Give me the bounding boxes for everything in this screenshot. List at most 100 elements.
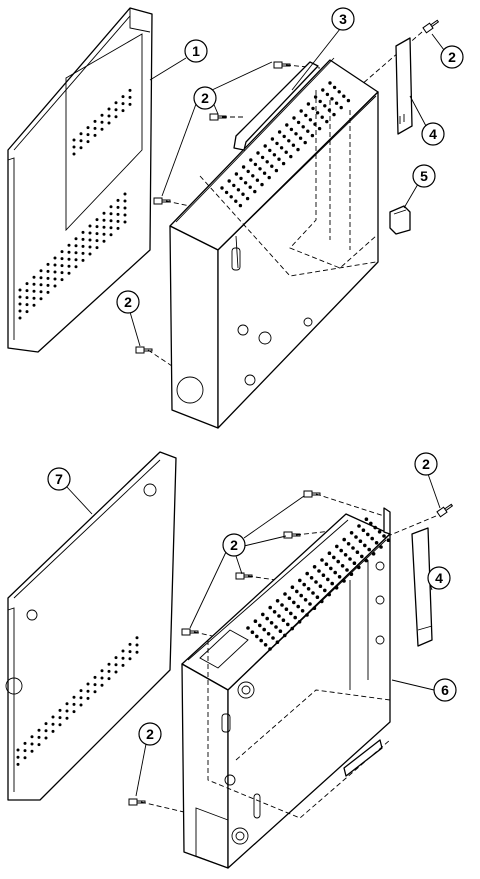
vent-hole [305, 613, 309, 617]
vent-hole [307, 587, 311, 591]
vent-hole [333, 86, 336, 89]
vent-hole [124, 193, 127, 196]
vent-hole [68, 265, 71, 268]
part-4-rail-lower [412, 528, 432, 646]
vent-hole [136, 644, 139, 647]
vent-hole [73, 139, 76, 142]
vent-hole [249, 186, 252, 189]
vent-hole [124, 221, 127, 224]
vent-hole [103, 240, 106, 243]
vent-hole [129, 103, 132, 106]
vent-hole [340, 106, 343, 109]
vent-hole [61, 271, 64, 274]
vent-hole [33, 276, 36, 279]
vent-hole [328, 81, 331, 84]
vent-hole [66, 710, 69, 713]
vent-hole [270, 165, 273, 168]
vent-hole [17, 763, 20, 766]
vent-hole [277, 614, 281, 618]
vent-hole [117, 199, 120, 202]
vent-hole [110, 205, 113, 208]
callout-6-label: 6 [441, 682, 449, 698]
vent-hole [47, 263, 50, 266]
vent-hole [82, 259, 85, 262]
vent-hole [247, 170, 250, 173]
vent-hole [80, 146, 83, 149]
vent-hole [299, 594, 303, 598]
vent-hole [345, 568, 349, 572]
vent-hole [117, 227, 120, 230]
vent-hole [268, 606, 272, 610]
vent-hole [302, 125, 305, 128]
vent-hole [122, 664, 125, 667]
vent-hole [235, 172, 238, 175]
vent-hole [365, 517, 369, 521]
vent-hole [304, 141, 307, 144]
vent-hole [38, 736, 41, 739]
vent-hole [277, 158, 280, 161]
vent-hole [94, 127, 97, 130]
vent-hole [329, 567, 333, 571]
vent-hole [61, 264, 64, 267]
vent-hole [328, 109, 331, 112]
vent-hole [320, 558, 324, 562]
vent-hole [264, 144, 267, 147]
vent-hole [40, 297, 43, 300]
screw-icon [423, 19, 440, 33]
vent-hole [307, 102, 310, 105]
vent-hole [244, 181, 247, 184]
vent-hole [289, 155, 292, 158]
vent-hole [54, 278, 57, 281]
vent-hole [338, 575, 342, 579]
callout-3-label: 3 [339, 11, 347, 27]
callout-4-upper-label: 4 [429, 126, 437, 142]
vent-hole [82, 245, 85, 248]
vent-hole [353, 561, 357, 565]
vent-hole [350, 531, 354, 535]
vent-hole [75, 258, 78, 261]
vent-hole [260, 183, 263, 186]
vent-hole [47, 291, 50, 294]
vent-hole [338, 90, 341, 93]
vent-hole [317, 569, 321, 573]
vent-hole [387, 538, 391, 542]
vent-hole [363, 544, 367, 548]
vent-hole [108, 122, 111, 125]
vent-hole [311, 107, 314, 110]
vent-hole [59, 709, 62, 712]
vent-hole [251, 174, 254, 177]
vent-hole [285, 151, 288, 154]
vent-hole [80, 696, 83, 699]
vent-hole [320, 600, 324, 604]
vent-hole [296, 148, 299, 151]
vent-hole [271, 137, 274, 140]
vent-hole [282, 618, 286, 622]
screw-icon [136, 347, 152, 353]
vent-hole [94, 676, 97, 679]
vent-hole [59, 723, 62, 726]
vent-hole [313, 123, 316, 126]
vent-hole [108, 115, 111, 118]
vent-hole [335, 586, 339, 590]
vent-hole [230, 195, 233, 198]
vent-hole [103, 233, 106, 236]
vent-hole [124, 207, 127, 210]
vent-hole [115, 671, 118, 674]
vent-hole [280, 146, 283, 149]
vent-hole [110, 226, 113, 229]
vent-hole [73, 703, 76, 706]
vent-hole [246, 197, 249, 200]
vent-hole [52, 723, 55, 726]
vent-hole [267, 632, 271, 636]
vent-hole [319, 100, 322, 103]
vent-hole [108, 670, 111, 673]
vent-hole [94, 690, 97, 693]
vent-hole [101, 669, 104, 672]
vent-hole [264, 643, 268, 647]
vent-hole [89, 253, 92, 256]
vent-hole [255, 635, 259, 639]
vent-hole [370, 537, 374, 541]
callout-5-label: 5 [420, 168, 428, 184]
vent-hole [54, 271, 57, 274]
vent-hole [283, 634, 287, 638]
